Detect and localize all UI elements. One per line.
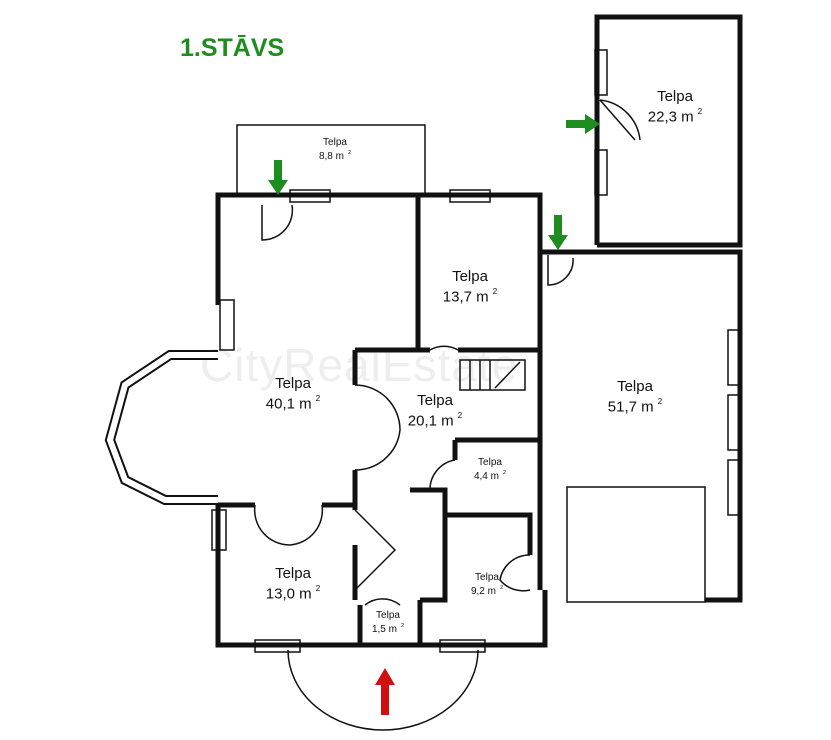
floor-title: 1.STĀVS (180, 34, 285, 62)
entrance-arrow-right-icon (566, 114, 600, 134)
entrance-arrow-down-icon (548, 215, 568, 250)
entrance-arrows (268, 114, 600, 715)
windows-doors (104, 49, 741, 731)
entrance-arrow-down-icon (268, 160, 288, 195)
main-entrance-arrow-up-icon (375, 668, 395, 715)
